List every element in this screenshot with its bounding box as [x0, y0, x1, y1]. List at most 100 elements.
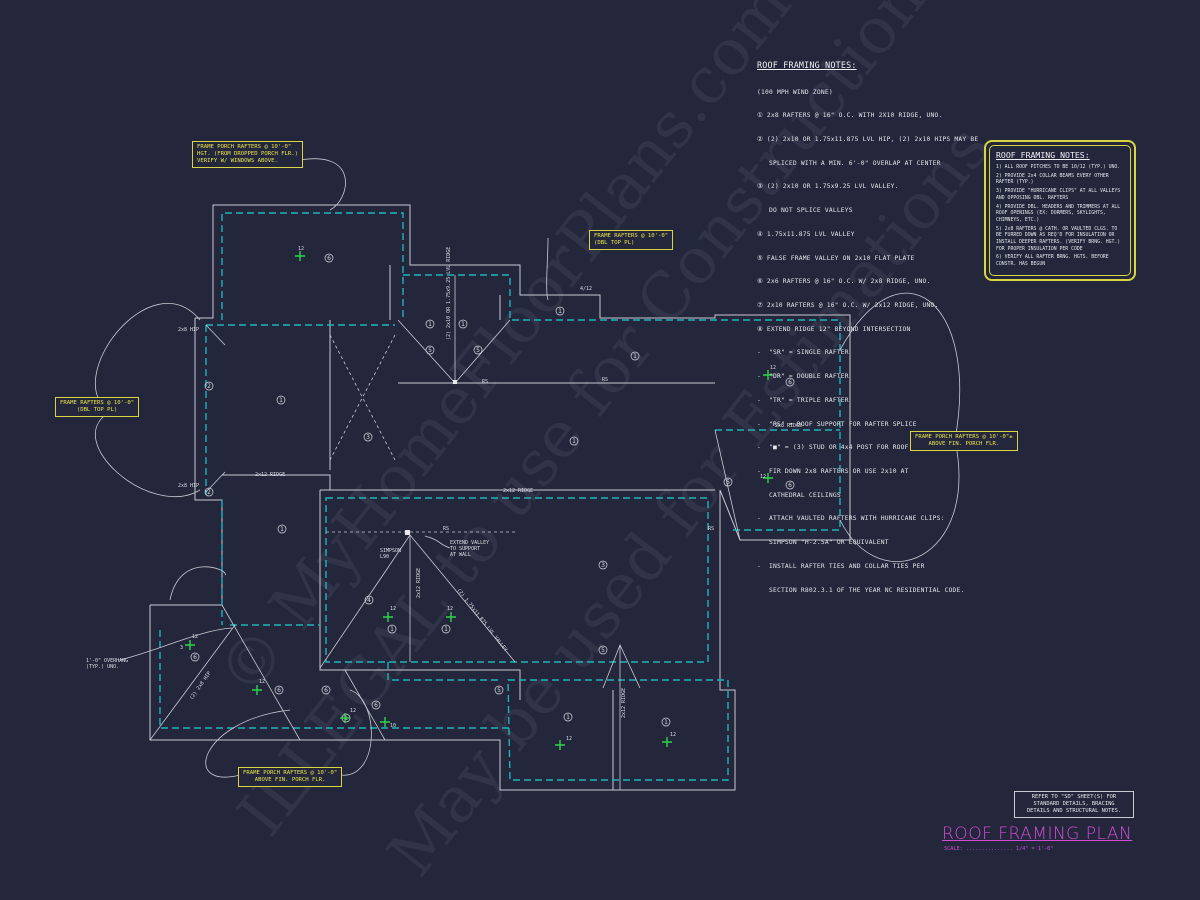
- svg-text:12: 12: [760, 474, 766, 480]
- svg-text:5: 5: [497, 687, 501, 694]
- note-line: - ATTACH VAULTED RAFTERS WITH HURRICANE …: [757, 515, 945, 523]
- svg-text:12: 12: [259, 679, 265, 685]
- note-line: ⑤ FALSE FRAME VALLEY ON 2x10 FLAT PLATE: [757, 254, 915, 262]
- svg-text:4/12: 4/12: [580, 286, 592, 292]
- svg-text:RS: RS: [482, 379, 488, 385]
- svg-text:5: 5: [726, 479, 730, 486]
- general-note: 6) VERIFY ALL RAFTER BRNG. HGTS. BEFORE …: [996, 255, 1109, 268]
- svg-text:6: 6: [324, 687, 328, 694]
- callout-dbl-top-center: FRAME RAFTERS @ 10'-0" (DBL TOP PL): [589, 230, 674, 250]
- svg-text:2x12 RIDGE: 2x12 RIDGE: [621, 688, 627, 718]
- note-line: ⑥ 2x6 RAFTERS @ 16" O.C. W/ 2x8 RIDGE, U…: [757, 278, 931, 286]
- svg-text:(2) 2x10 OR 1.75x9.25 LVL RIDG: (2) 2x10 OR 1.75x9.25 LVL RIDGE: [446, 247, 452, 340]
- svg-text:1: 1: [390, 626, 394, 633]
- svg-text:12: 12: [670, 732, 676, 738]
- note-line: - FIR DOWN 2x8 RAFTERS OR USE 2x10 AT: [757, 468, 909, 476]
- svg-text:RS: RS: [708, 526, 714, 532]
- svg-text:1: 1: [566, 714, 570, 721]
- general-notes-title: ROOF FRAMING NOTES:: [996, 150, 1090, 160]
- svg-text:RS: RS: [443, 526, 449, 532]
- reference-note: REFER TO "SD" SHEET(S) FOR STANDARD DETA…: [1014, 791, 1134, 818]
- svg-text:12: 12: [298, 246, 304, 252]
- svg-text:12: 12: [566, 736, 572, 742]
- post-marker: [405, 530, 410, 535]
- svg-text:RS: RS: [602, 377, 608, 383]
- plate-lines: [159, 212, 841, 781]
- svg-text:2x12 RIDGE: 2x12 RIDGE: [503, 488, 533, 494]
- svg-text:6: 6: [277, 687, 281, 694]
- svg-text:6: 6: [374, 702, 378, 709]
- svg-text:1: 1: [428, 321, 432, 328]
- drawing-scale: SCALE: ............... 1/4" = 1'-0": [944, 846, 1054, 852]
- svg-text:1: 1: [664, 719, 668, 726]
- svg-text:1: 1: [280, 526, 284, 533]
- note-line: ④ 1.75x11.875 LVL VALLEY: [757, 230, 855, 238]
- svg-text:10: 10: [390, 723, 396, 729]
- svg-text:6: 6: [788, 482, 792, 489]
- callout-porch-bottom: FRAME PORCH RAFTERS @ 10'-0" ABOVE FIN. …: [238, 767, 343, 787]
- callout-porch-right: FRAME PORCH RAFTERS @ 10'-0"± ABOVE FIN.…: [910, 431, 1018, 451]
- note-line: ① 2x8 RAFTERS @ 16" O.C. WITH 2X10 RIDGE…: [757, 112, 943, 120]
- framing-members: [149, 275, 741, 790]
- framing-notes: ROOF FRAMING NOTES: (100 MPH WIND ZONE) …: [757, 46, 978, 602]
- note-line: ⑦ 2x10 RAFTERS @ 16" O.C. W/ 2x12 RIDGE,…: [757, 302, 939, 309]
- svg-text:3: 3: [366, 434, 370, 441]
- svg-text:6: 6: [788, 379, 792, 386]
- svg-text:2x8 RIDGE: 2x8 RIDGE: [775, 423, 802, 429]
- svg-text:1: 1: [444, 626, 448, 633]
- svg-text:12: 12: [350, 708, 356, 714]
- svg-text:(2) 1.75x11.875 LVL VALLEY: (2) 1.75x11.875 LVL VALLEY: [455, 588, 508, 653]
- note-line: DO NOT SPLICE VALLEYS: [757, 207, 853, 215]
- note-line: SPLICED WITH A MIN. 6'-0" OVERLAP AT CEN…: [757, 159, 941, 167]
- svg-text:6: 6: [193, 654, 197, 661]
- note-line: - "DR" = DOUBLE RAFTER: [757, 373, 849, 381]
- svg-text:(2) 2x8 HIP: (2) 2x8 HIP: [189, 671, 213, 702]
- note-line: ③ (2) 2x10 OR 1.75x9.25 LVL VALLEY.: [757, 183, 899, 191]
- svg-text:1: 1: [572, 438, 576, 445]
- note-line: SIMPSON "H-2.5A" OR EQUIVALENT: [757, 539, 889, 547]
- framing-notes-title: ROOF FRAMING NOTES:: [757, 59, 857, 70]
- note-line: - "SR" = SINGLE RAFTER: [757, 349, 849, 357]
- general-note: 4) PROVIDE DBL. HEADERS AND TRIMMERS AT …: [996, 204, 1121, 223]
- note-line: (100 MPH WIND ZONE): [757, 88, 833, 96]
- svg-text:1: 1: [633, 353, 637, 360]
- callout-dbl-top-left: FRAME RAFTERS @ 10'-0" (DBL TOP PL): [55, 397, 140, 417]
- note-line: SECTION R802.3.1 OF THE YEAR NC RESIDENT…: [757, 586, 965, 594]
- roof-outline: [149, 204, 851, 791]
- svg-text:3: 3: [180, 645, 183, 651]
- svg-text:2: 2: [207, 489, 211, 496]
- note-line: - INSTALL RAFTER TIES AND COLLAR TIES PE…: [757, 562, 925, 570]
- note-line: ⑧ EXTEND RIDGE 12" BEYOND INTERSECTION: [757, 325, 911, 333]
- general-notes-box: ROOF FRAMING NOTES: 1) ALL ROOF PITCHES …: [984, 140, 1136, 281]
- svg-text:12: 12: [390, 606, 396, 612]
- post-marker: [453, 380, 457, 384]
- member-tags: 6 1 2 2 1 1 5 5 3 1 1 1 1 3 5 6 6 4 1 1 …: [190, 253, 795, 727]
- svg-text:6: 6: [327, 255, 331, 262]
- svg-text:3: 3: [601, 562, 605, 569]
- svg-text:5: 5: [428, 347, 432, 354]
- svg-text:5: 5: [601, 647, 605, 654]
- general-note: 5) 2x8 RAFTERS @ CATH. OR VAULTED CLGS. …: [996, 226, 1121, 252]
- general-note: 1) ALL ROOF PITCHES TO BE 10/12 (TYP.) U…: [996, 165, 1121, 170]
- svg-text:2x12 RIDGE: 2x12 RIDGE: [416, 568, 422, 598]
- svg-text:2x8 HIP: 2x8 HIP: [178, 327, 199, 333]
- note-line: - "TR" = TRIPLE RAFTER: [757, 396, 849, 404]
- svg-text:1: 1: [461, 321, 465, 328]
- svg-text:© MyHomeFloorPlans.com: © MyHomeFloorPlans.com: [204, 0, 806, 710]
- svg-text:4: 4: [367, 597, 371, 604]
- svg-text:5: 5: [476, 347, 480, 354]
- note-line: ② (2) 2x10 OR 1.75x11.875 LVL HIP, (2) 2…: [757, 135, 979, 143]
- svg-text:1'-0" OVERHANG(TYP.) UNO.: 1'-0" OVERHANG(TYP.) UNO.: [86, 658, 128, 670]
- note-line: CATHEDRAL CEILINGS: [757, 491, 841, 499]
- general-note: 2) PROVIDE 2x4 COLLAR BEAMS EVERY OTHER …: [996, 173, 1109, 186]
- general-note: 3) PROVIDE "HURRICANE CLIPS" AT ALL VALL…: [996, 189, 1121, 201]
- svg-text:12: 12: [770, 365, 776, 371]
- svg-text:1: 1: [279, 397, 283, 404]
- svg-text:12: 12: [192, 634, 198, 640]
- note-line: - "RS" = ROOF SUPPORT FOR RAFTER SPLICE: [757, 420, 917, 428]
- svg-text:2x12 RIDGE: 2x12 RIDGE: [255, 472, 285, 478]
- svg-text:2x8 HIP: 2x8 HIP: [178, 483, 199, 489]
